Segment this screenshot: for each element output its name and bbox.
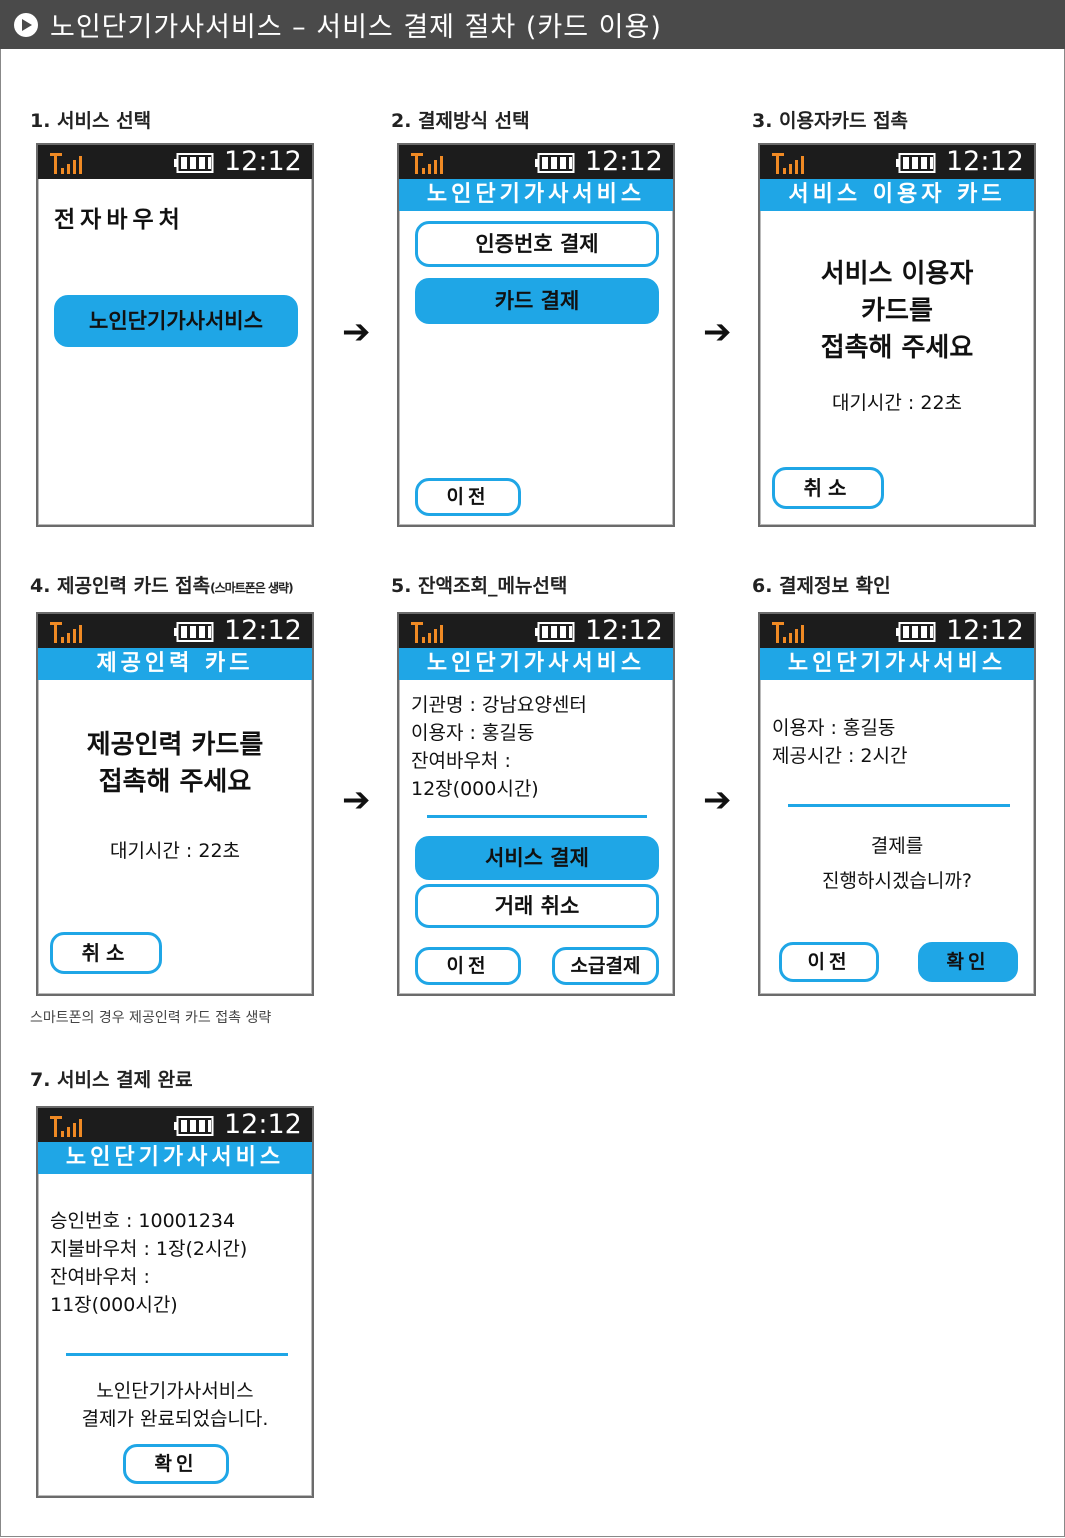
phone-screen-step-1: 12:12 전자바우처 노인단기가사서비스 bbox=[36, 143, 314, 527]
battery-icon bbox=[535, 622, 575, 642]
clock: 12:12 bbox=[585, 146, 663, 177]
paid-voucher: 지불바우처 : 1장(2시간) bbox=[50, 1238, 248, 1260]
clock: 12:12 bbox=[946, 146, 1024, 177]
step-6-title: 6. 결제정보 확인 bbox=[752, 575, 891, 597]
bullet-icon bbox=[14, 12, 38, 37]
service-payment-button[interactable]: 서비스 결제 bbox=[415, 836, 659, 880]
instruction-line-3: 접촉해 주세요 bbox=[820, 333, 974, 363]
battery-icon bbox=[896, 153, 936, 173]
smartphone-note: 스마트폰의 경우 제공인력 카드 접촉 생략 bbox=[30, 1010, 272, 1026]
step-4-title-text: 4. 제공인력 카드 접촉 bbox=[30, 575, 211, 597]
status-bar: 12:12 bbox=[760, 145, 1034, 179]
user-name: 이용자 : 홍길동 bbox=[411, 722, 535, 744]
select-service-button[interactable]: 노인단기가사서비스 bbox=[54, 295, 298, 347]
step-7-title: 7. 서비스 결제 완료 bbox=[30, 1069, 193, 1091]
screen-title-bar: 노인단기가사서비스 bbox=[38, 1142, 312, 1174]
instruction-line-1: 서비스 이용자 bbox=[820, 259, 974, 289]
right-arrow-icon: ➔ bbox=[703, 312, 732, 352]
instruction-line-1: 제공인력 카드를 bbox=[86, 730, 264, 760]
step-3-title: 3. 이용자카드 접촉 bbox=[752, 110, 909, 132]
step-5-title: 5. 잔액조회_메뉴선택 bbox=[391, 575, 568, 597]
phone-screen-step-3: 12:12 서비스 이용자 카드 서비스 이용자 카드를 접촉해 주세요 대기시… bbox=[758, 143, 1036, 527]
auth-code-payment-button[interactable]: 인증번호 결제 bbox=[415, 221, 659, 267]
battery-icon bbox=[174, 153, 214, 173]
phone-screen-step-4: 12:12 제공인력 카드 제공인력 카드를 접촉해 주세요 대기시간 : 22… bbox=[36, 612, 314, 996]
right-arrow-icon: ➔ bbox=[703, 780, 732, 820]
screen-title-bar: 노인단기가사서비스 bbox=[760, 648, 1034, 680]
phone-screen-step-5: 12:12 노인단기가사서비스 기관명 : 강남요양센터 이용자 : 홍길동 잔… bbox=[397, 612, 675, 996]
clock: 12:12 bbox=[224, 1109, 302, 1140]
cancel-button[interactable]: 취소 bbox=[50, 932, 162, 974]
completion-message-line-2: 결제가 완료되었습니다. bbox=[81, 1408, 269, 1430]
battery-icon bbox=[896, 622, 936, 642]
step-2-title: 2. 결제방식 선택 bbox=[391, 110, 530, 132]
voucher-label: 전자바우처 bbox=[54, 207, 185, 233]
status-bar: 12:12 bbox=[399, 145, 673, 179]
screen-title-bar: 제공인력 카드 bbox=[38, 648, 312, 680]
page-header: 노인단기가사서비스 – 서비스 결제 절차 (카드 이용) bbox=[0, 0, 1065, 49]
service-hours: 제공시간 : 2시간 bbox=[772, 745, 908, 767]
card-payment-button[interactable]: 카드 결제 bbox=[415, 278, 659, 324]
phone-screen-step-2: 12:12 노인단기가사서비스 인증번호 결제 카드 결제 이전 bbox=[397, 143, 675, 527]
status-bar: 12:12 bbox=[38, 614, 312, 648]
prev-button[interactable]: 이전 bbox=[415, 947, 521, 985]
user-name: 이용자 : 홍길동 bbox=[772, 717, 896, 739]
signal-bars-icon bbox=[411, 622, 443, 643]
confirm-button[interactable]: 확인 bbox=[123, 1444, 229, 1484]
phone-screen-step-7: 12:12 노인단기가사서비스 승인번호 : 10001234 지불바우처 : … bbox=[36, 1106, 314, 1498]
step-4-title: 4. 제공인력 카드 접촉(스마트폰은 생략) bbox=[30, 571, 294, 598]
status-bar: 12:12 bbox=[760, 614, 1034, 648]
divider bbox=[427, 815, 647, 818]
prev-button[interactable]: 이전 bbox=[779, 942, 879, 982]
screen-title-bar: 노인단기가사서비스 bbox=[399, 179, 673, 211]
page-title: 노인단기가사서비스 – 서비스 결제 절차 (카드 이용) bbox=[50, 12, 662, 43]
confirm-button[interactable]: 확인 bbox=[918, 942, 1018, 982]
right-arrow-icon: ➔ bbox=[342, 312, 371, 352]
retroactive-payment-button[interactable]: 소급결제 bbox=[552, 947, 659, 985]
prev-button[interactable]: 이전 bbox=[415, 478, 521, 516]
agency-name: 기관명 : 강남요양센터 bbox=[411, 694, 587, 716]
confirm-question-line-2: 진행하시겠습니까? bbox=[822, 870, 972, 892]
instruction-line-2: 접촉해 주세요 bbox=[98, 767, 252, 797]
signal-bars-icon bbox=[50, 1116, 82, 1137]
signal-bars-icon bbox=[50, 622, 82, 643]
clock: 12:12 bbox=[585, 615, 663, 646]
status-bar: 12:12 bbox=[38, 145, 312, 179]
status-bar: 12:12 bbox=[38, 1108, 312, 1142]
signal-bars-icon bbox=[772, 622, 804, 643]
divider bbox=[788, 804, 1010, 807]
signal-bars-icon bbox=[50, 153, 82, 174]
cancel-transaction-button[interactable]: 거래 취소 bbox=[415, 884, 659, 928]
remaining-voucher-value: 11장(000시간) bbox=[50, 1294, 178, 1316]
completion-message-line-1: 노인단기가사서비스 bbox=[96, 1380, 254, 1402]
clock: 12:12 bbox=[224, 615, 302, 646]
step-1-title: 1. 서비스 선택 bbox=[30, 110, 152, 132]
wait-time: 대기시간 : 22초 bbox=[831, 392, 963, 414]
signal-bars-icon bbox=[772, 153, 804, 174]
cancel-button[interactable]: 취소 bbox=[772, 467, 884, 509]
remaining-voucher-value: 12장(000시간) bbox=[411, 778, 539, 800]
battery-icon bbox=[535, 153, 575, 173]
phone-screen-step-6: 12:12 노인단기가사서비스 이용자 : 홍길동 제공시간 : 2시간 결제를… bbox=[758, 612, 1036, 996]
clock: 12:12 bbox=[224, 146, 302, 177]
confirm-question-line-1: 결제를 bbox=[870, 835, 924, 857]
signal-bars-icon bbox=[411, 153, 443, 174]
instruction-line-2: 카드를 bbox=[861, 296, 933, 326]
battery-icon bbox=[174, 1116, 214, 1136]
step-4-title-note: (스마트폰은 생략) bbox=[210, 581, 293, 595]
right-arrow-icon: ➔ bbox=[342, 780, 371, 820]
status-bar: 12:12 bbox=[399, 614, 673, 648]
screen-title-bar: 서비스 이용자 카드 bbox=[760, 179, 1034, 211]
remaining-voucher-label: 잔여바우처 : bbox=[50, 1266, 150, 1288]
wait-time: 대기시간 : 22초 bbox=[109, 840, 241, 862]
clock: 12:12 bbox=[946, 615, 1024, 646]
divider bbox=[66, 1353, 288, 1356]
battery-icon bbox=[174, 622, 214, 642]
remaining-voucher-label: 잔여바우처 : bbox=[411, 750, 511, 772]
screen-title-bar: 노인단기가사서비스 bbox=[399, 648, 673, 680]
approval-number: 승인번호 : 10001234 bbox=[50, 1210, 236, 1232]
